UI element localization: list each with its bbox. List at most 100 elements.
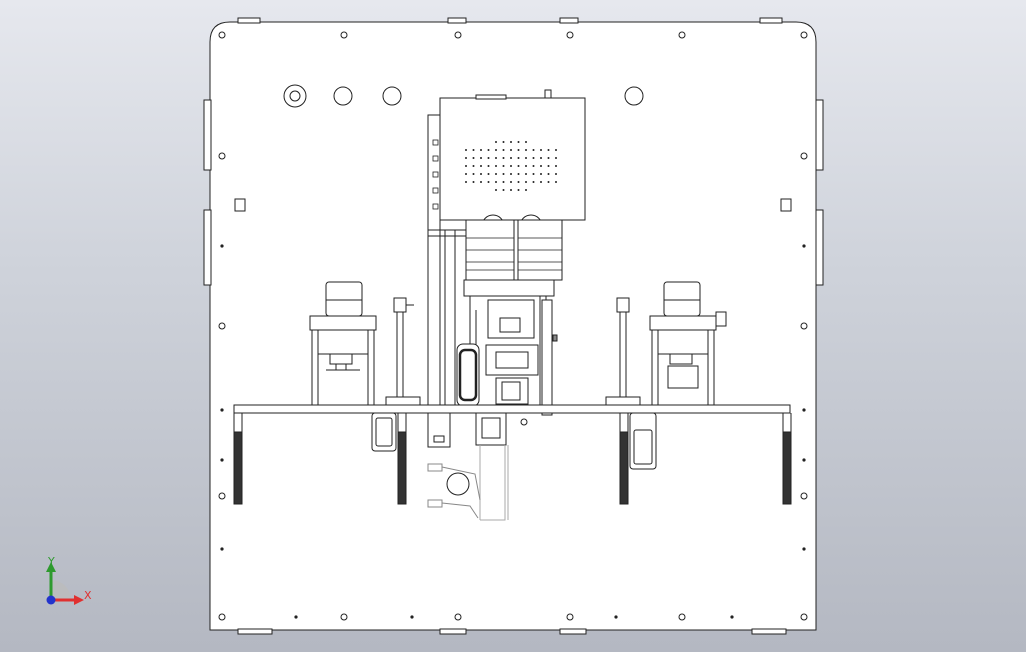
vent-dot [517,189,520,191]
vent-dot [525,141,527,143]
vent-dot [502,165,505,167]
vent-dot [540,157,542,159]
vent-dot [465,181,467,183]
right-spindle-assembly [649,281,727,405]
vent-dot [480,173,482,175]
vent-dot [540,181,542,183]
sensor-boxes [371,412,657,470]
vent-dot [532,181,535,183]
vent-dot [517,165,520,167]
vent-dot [502,141,505,143]
vent-dot [555,181,557,183]
vent-dot [525,173,527,175]
bottom-edge-clamps [237,628,787,635]
panel-openings [283,84,644,108]
mounting-holes [218,31,808,621]
vent-dot [525,165,527,167]
vent-dot [540,173,542,175]
vent-dot [525,157,527,159]
vent-dot [495,181,497,183]
vent-dot [472,157,475,159]
vent-dot [517,173,520,175]
vent-grid [465,141,557,191]
vent-dot [487,173,490,175]
vent-dot [547,157,550,159]
vent-dot [487,157,490,159]
vent-dot [540,149,542,151]
y-axis-label: Y [47,555,55,568]
vent-dot [495,173,497,175]
vent-dot [465,149,467,151]
right-slot [780,198,792,212]
top-edge-clamps [237,17,783,24]
center-column-frame [427,114,466,406]
vent-dot [495,165,497,167]
left-spindle-assembly [309,281,377,405]
vent-dot [517,149,520,151]
lower-feed-assembly [427,412,528,521]
vent-dot [465,165,467,167]
vent-dot [502,149,505,151]
vent-dot [502,157,505,159]
right-guide-post [605,297,641,406]
x-axis-label: X [84,589,92,602]
vent-dot [540,165,542,167]
vent-dot [465,157,467,159]
vent-dot [502,181,505,183]
vent-dot [555,173,557,175]
xy-stage-stack [469,295,558,416]
vent-dot [472,149,475,151]
vent-dot [517,157,520,159]
left-slot [234,198,246,212]
vent-dot [555,149,557,151]
vent-dot [495,149,497,151]
vent-dot [555,165,557,167]
vent-dot [532,157,535,159]
vent-dot [547,173,550,175]
vent-dot [472,181,475,183]
vent-dot [480,149,482,151]
side-handles [203,99,824,286]
small-dots [220,244,806,619]
vent-dot [555,157,557,159]
vent-dot [480,181,482,183]
vent-dot [525,181,527,183]
vent-dot [517,181,520,183]
vent-dot [472,165,475,167]
vent-dot [487,149,490,151]
leg-frames [233,413,792,432]
vent-dot [547,165,550,167]
vent-dot [517,141,520,143]
coordinate-triad: Y X [46,555,92,605]
vent-dot [532,173,535,175]
vent-dot [510,173,512,175]
vent-dot [532,165,535,167]
twin-motor-assembly [463,214,563,297]
vent-dot [480,157,482,159]
roller-wheel [456,343,480,407]
vent-dot [547,181,550,183]
vent-dot [510,149,512,151]
vent-dot [532,149,535,151]
vent-dot [502,189,505,191]
vent-dot [510,157,512,159]
cross-rail [233,404,791,414]
z-axis-dot [46,595,56,605]
vent-dot [510,165,512,167]
controller-box [439,89,586,221]
left-guide-post [385,297,421,406]
vent-dot [495,141,497,143]
vent-dot [525,189,527,191]
vent-dot [465,173,467,175]
vent-dot [510,141,512,143]
vent-dot [487,165,490,167]
vent-dot [502,173,505,175]
vent-dot [480,165,482,167]
vent-dot [487,181,490,183]
vent-dot [495,157,497,159]
vent-dot [472,173,475,175]
vent-dot [547,149,550,151]
vent-dot [495,189,497,191]
